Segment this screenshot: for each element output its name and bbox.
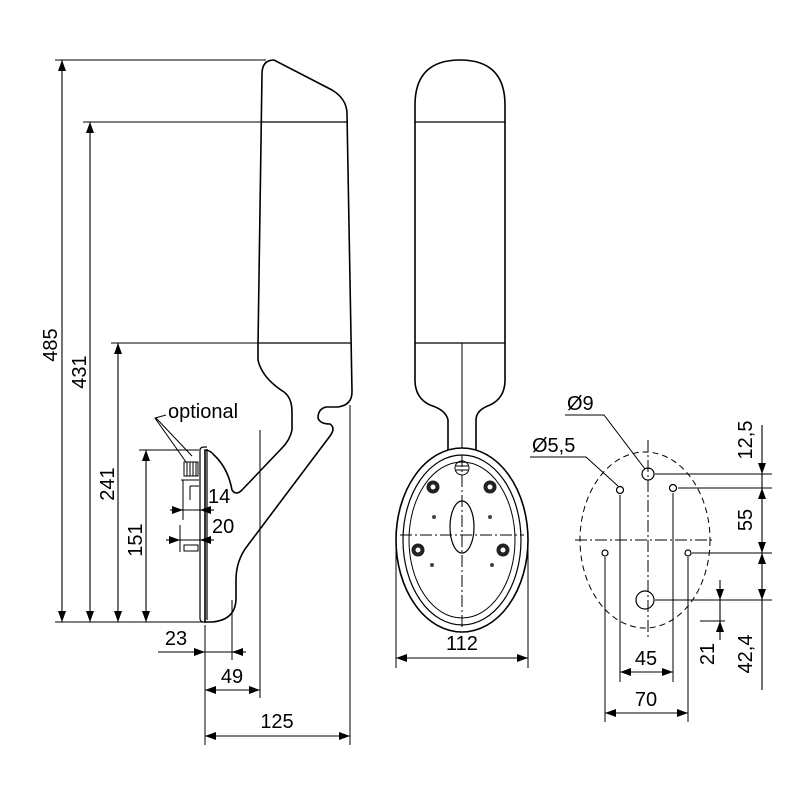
dimension-23-label: 23 (165, 628, 187, 650)
hole-9 (641, 467, 655, 481)
hole-5-5 (668, 483, 678, 493)
hole-small (601, 549, 609, 557)
dimension-151-label: 151 (125, 523, 147, 556)
hole-5-5-label: Ø5,5 (532, 435, 575, 457)
screw-icon (454, 460, 470, 476)
lamp-body-front (414, 59, 506, 456)
dimension-431-label: 431 (69, 355, 91, 388)
mounting-hole-pattern: Ø9 Ø5,5 12,5 55 42,4 21 (530, 393, 772, 722)
hole-5-5-leader (530, 456, 619, 487)
dimension-line-21 (700, 580, 725, 640)
height-extension-lines (55, 59, 266, 623)
dimension-49-label: 49 (221, 666, 243, 688)
dimension-21-label: 21 (697, 643, 719, 665)
optional-connector (179, 461, 199, 552)
dimension-485-label: 485 (40, 328, 62, 361)
lamp-body-side (204, 59, 353, 623)
mounting-bolts (411, 460, 510, 567)
hole-small (684, 549, 692, 557)
hole-9-label: Ø9 (567, 393, 594, 415)
dimension-12-5-label: 12,5 (735, 421, 757, 460)
front-view: 112 (395, 59, 529, 668)
dimension-241-label: 241 (97, 467, 119, 500)
dimension-20-label: 20 (212, 516, 234, 538)
hole-9-leader (565, 414, 646, 470)
dimension-45-label: 45 (635, 648, 657, 670)
base-plate-front (395, 447, 529, 633)
depth-extension-lines (204, 405, 351, 745)
right-extension-lines (655, 473, 772, 601)
bottom-extension-lines (604, 493, 689, 722)
dimension-42-4-label: 42,4 (735, 635, 757, 674)
cable-hole (635, 590, 655, 610)
dimension-125-label: 125 (260, 711, 293, 733)
side-view: optional 485 431 241 151 14 (40, 59, 353, 745)
dimension-55-label: 55 (735, 509, 757, 531)
dimension-112-label: 112 (446, 633, 478, 655)
dimension-70-label: 70 (635, 689, 657, 711)
optional-label: optional (168, 401, 238, 423)
hole-5-5 (615, 485, 625, 495)
dimension-14-label: 14 (208, 486, 230, 508)
